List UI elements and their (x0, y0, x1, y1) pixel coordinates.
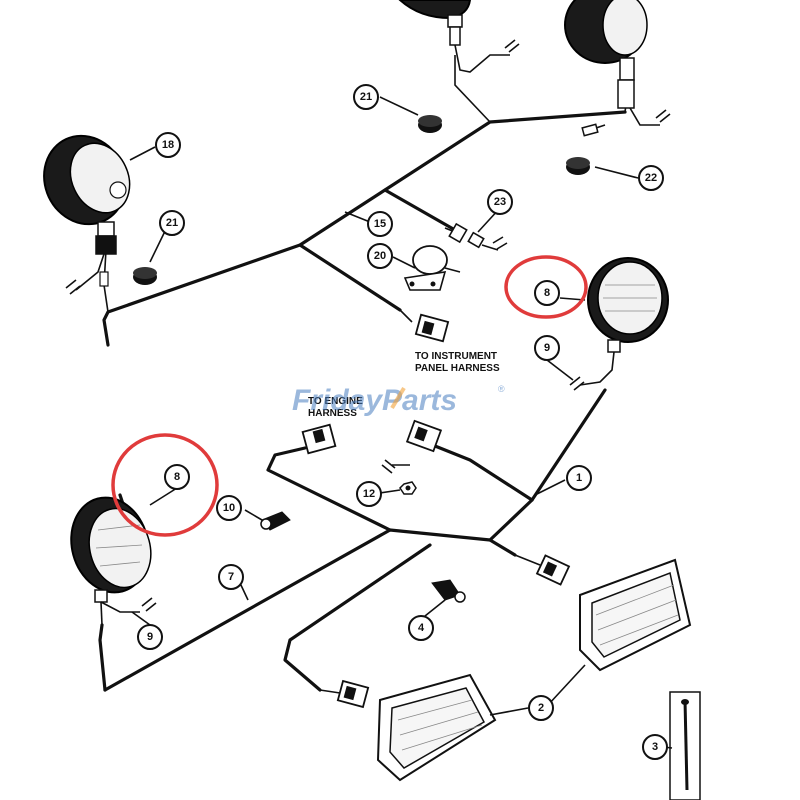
callout-20: 20 (367, 243, 393, 269)
part-12-nut (399, 481, 417, 495)
engine-label-line2: HARNESS (308, 408, 357, 419)
callout-8-left-text: 8 (174, 471, 180, 483)
callout-21-left-text: 21 (166, 217, 178, 229)
instrument-label-line2: PANEL HARNESS (415, 363, 500, 374)
callout-21-top: 21 (353, 84, 379, 110)
highlight-circle-right (504, 255, 588, 319)
callout-9-left: 9 (137, 624, 163, 650)
top-lamp-left (398, 0, 520, 73)
engine-harness-connector (301, 423, 337, 455)
callout-15: 15 (367, 211, 393, 237)
part-10-terminal (260, 511, 291, 531)
callout-8-left: 8 (164, 464, 190, 490)
callout-2-text: 2 (538, 702, 544, 714)
highlight-circle-left (111, 433, 219, 537)
headlight-2-back (579, 558, 692, 672)
lamp-8-right (569, 257, 669, 391)
callout-12-text: 12 (363, 488, 375, 500)
instrument-panel-connector (399, 309, 450, 343)
callout-1: 1 (566, 465, 592, 491)
callout-9-right: 9 (534, 335, 560, 361)
callout-21-left: 21 (159, 210, 185, 236)
grommet-21-top (418, 115, 442, 133)
callout-1-text: 1 (576, 472, 582, 484)
callout-22-text: 22 (645, 172, 657, 184)
callout-15-text: 15 (374, 218, 386, 230)
callout-22: 22 (638, 165, 664, 191)
engine-label-line1: TO ENGINE (308, 396, 363, 407)
switch-20 (403, 245, 461, 291)
svg-text:FridayParts: FridayParts (292, 384, 457, 417)
grommet-22 (566, 157, 590, 175)
top-lamp-right (564, 0, 671, 137)
part-4-cable-tie (669, 691, 701, 800)
watermark-part2: Parts (382, 384, 457, 417)
grommet-21-left (133, 267, 157, 285)
callout-7-text: 7 (228, 571, 234, 583)
callout-4-text: 3 (652, 741, 658, 753)
callout-3-text: 4 (418, 622, 425, 634)
lower-left-connector (319, 679, 370, 709)
callout-8-right-text: 8 (544, 287, 550, 299)
headlight-2-front (376, 673, 497, 782)
watermark-accent (390, 386, 406, 410)
lamp-8-left (70, 496, 157, 626)
part-3-terminal (431, 579, 466, 603)
callout-2: 2 (528, 695, 554, 721)
callout-4: 3 (642, 734, 668, 760)
callout-23: 23 (487, 189, 513, 215)
callout-8-right: 8 (534, 280, 560, 306)
callout-9-right-text: 9 (544, 342, 550, 354)
callout-23-text: 23 (494, 196, 506, 208)
lower-harness (98, 388, 607, 692)
callout-10-text: 10 (223, 502, 235, 514)
callout-21-top-text: 21 (360, 91, 372, 103)
callout-12: 12 (356, 481, 382, 507)
callout-9-left-text: 9 (147, 631, 153, 643)
lamp-18 (43, 134, 131, 295)
connector-23 (444, 222, 508, 251)
right-lower-connector (514, 554, 571, 586)
callout-10: 10 (216, 495, 242, 521)
instrument-label-line1: TO INSTRUMENT (415, 351, 497, 362)
callout-7: 7 (218, 564, 244, 590)
callout-18: 18 (155, 132, 181, 158)
upper-center-connector (381, 419, 443, 474)
watermark-logo: FridayParts ® (292, 384, 505, 417)
watermark-registered-mark: ® (498, 384, 505, 394)
callout-20-text: 20 (374, 250, 386, 262)
callout-18-text: 18 (162, 139, 174, 151)
callout-3: 4 (408, 615, 434, 641)
watermark-part1: Friday (292, 384, 383, 417)
